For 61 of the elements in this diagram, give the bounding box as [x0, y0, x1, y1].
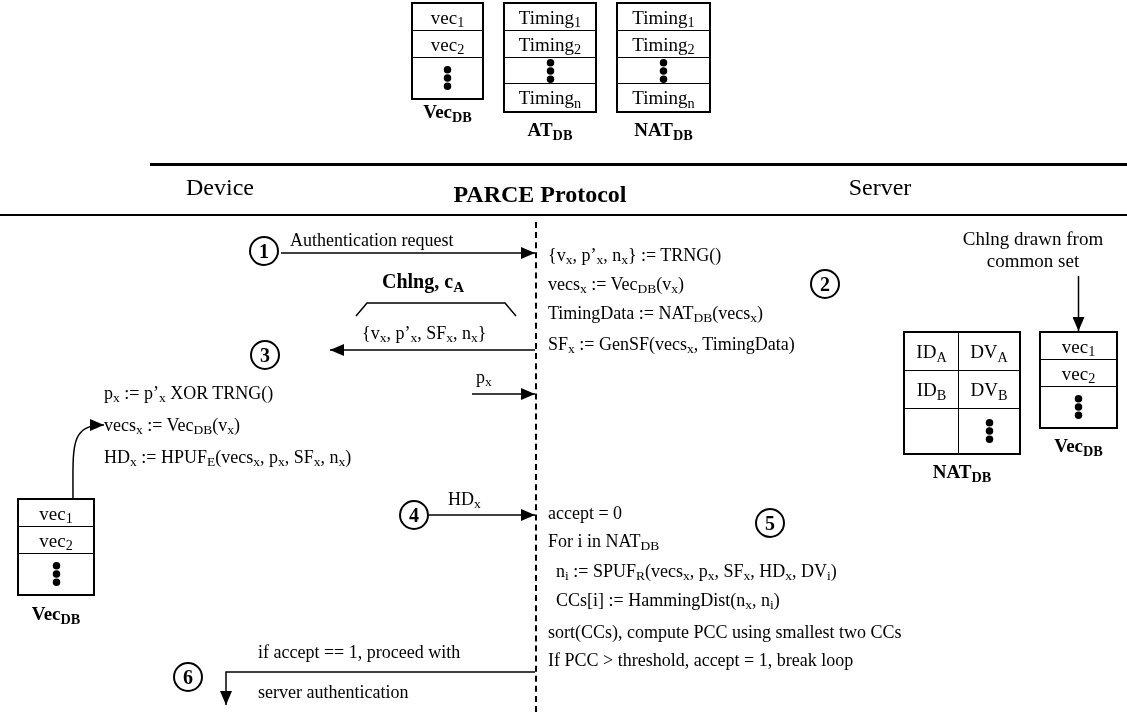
- pseudocode-line: p$_{x}$ := p’$_{x}$ XOR TRNG(): [104, 382, 275, 408]
- column-heading: Server: [848, 176, 912, 198]
- table-caption: Vec$_{DB}$: [422, 100, 473, 127]
- pseudocode-line: vecs$_{x}$ := Vec$_{DB}$(v$_{x}$): [104, 414, 242, 440]
- step-number: 2: [810, 269, 840, 299]
- pseudocode-line: For i in NAT$_{DB}$: [548, 530, 660, 552]
- arrow: [72, 419, 105, 499]
- arrow: [428, 509, 536, 521]
- pseudocode-line: CCs[i] := HammingDist(n$_{x}$, n$_{i}$): [556, 589, 780, 611]
- pseudocode-line: vecs$_{x}$ := Vec$_{DB}$(v$_{x}$): [548, 273, 685, 295]
- pseudocode-line: n$_{i}$ := SPUF$_{R}$(vecs$_{x}$, p$_{x}$, SF$_{x}$, HD$_{x}$, DV$_{i}$): [556, 560, 837, 582]
- database-table: [411, 2, 484, 100]
- arrow: [471, 388, 536, 400]
- table-caption: AT$_{DB}$: [526, 118, 574, 145]
- pseudocode-line: {v$_{x}$, p’$_{x}$, n$_{x}$} := TRNG(): [548, 244, 722, 266]
- vector-entry: vec$_{1}$: [430, 7, 465, 27]
- table-entry: ID$_{A}$: [916, 342, 947, 361]
- timing-entry: Timing$_{1}$: [632, 7, 695, 27]
- timing-entry: Timing$_{n}$: [632, 88, 695, 107]
- vector-entry: vec$_{2}$: [430, 34, 465, 54]
- database-table: [1039, 331, 1118, 429]
- pseudocode-line: TimingData := NAT$_{DB}$(vecs$_{x}$): [548, 302, 763, 324]
- table-entry: DV$_{B}$: [970, 380, 1008, 399]
- database-table: [503, 2, 597, 113]
- timing-entry: Timing$_{2}$: [518, 34, 582, 54]
- step-number: 1: [249, 236, 279, 266]
- table-caption: NAT$_{DB}$: [931, 460, 993, 487]
- table-entry: DV$_{A}$: [970, 342, 1008, 361]
- table-caption: Vec$_{DB}$: [1053, 434, 1104, 461]
- step-number: 4: [399, 500, 429, 530]
- pseudocode-line: HD$_{x}$ := HPUF$_{E}$(vecs$_{x}$, p$_{x}$, SF$_{x}$, n$_{x}$): [104, 446, 352, 472]
- pseudocode-line: SF$_{x}$ := GenSF(vecs$_{x}$, TimingData): [548, 333, 795, 355]
- database-table: [616, 2, 711, 113]
- pseudocode-line: accept = 0: [548, 502, 623, 524]
- table-entry: ID$_{B}$: [916, 380, 947, 399]
- message-label: Chlng, c$_{A}$: [382, 270, 464, 292]
- database-table: [903, 331, 1021, 455]
- diagram-title: PARCE Protocol: [453, 180, 627, 209]
- timing-entry: Timing$_{1}$: [518, 7, 582, 27]
- pseudocode-line: sort(CCs), compute PCC using smallest two CCs: [548, 621, 902, 643]
- edge-label: if accept == 1, proceed with server authentication: [258, 641, 462, 704]
- table-caption: NAT$_{DB}$: [633, 118, 694, 145]
- pseudocode-line: If PCC > threshold, accept = 1, break loop: [548, 649, 854, 671]
- vector-entry: vec$_{1}$: [1061, 336, 1096, 356]
- timing-entry: Timing$_{2}$: [632, 34, 695, 54]
- timing-entry: Timing$_{n}$: [518, 88, 582, 107]
- database-table: [17, 498, 95, 596]
- step-number: 3: [250, 340, 280, 370]
- arrow: [1072, 275, 1085, 332]
- annotation-text: Chlng drawn from common set: [940, 228, 1126, 272]
- table-caption: Vec$_{DB}$: [30, 602, 82, 629]
- lifeline: [535, 222, 537, 712]
- step-number: 6: [173, 662, 203, 692]
- vector-entry: vec$_{2}$: [39, 530, 73, 550]
- arrow: [280, 247, 536, 259]
- arrow: [329, 344, 536, 356]
- column-heading: Device: [186, 176, 254, 198]
- arrow: [220, 671, 536, 706]
- vector-entry: vec$_{1}$: [39, 503, 73, 523]
- vector-entry: vec$_{2}$: [1061, 363, 1096, 383]
- step-number: 5: [755, 508, 785, 538]
